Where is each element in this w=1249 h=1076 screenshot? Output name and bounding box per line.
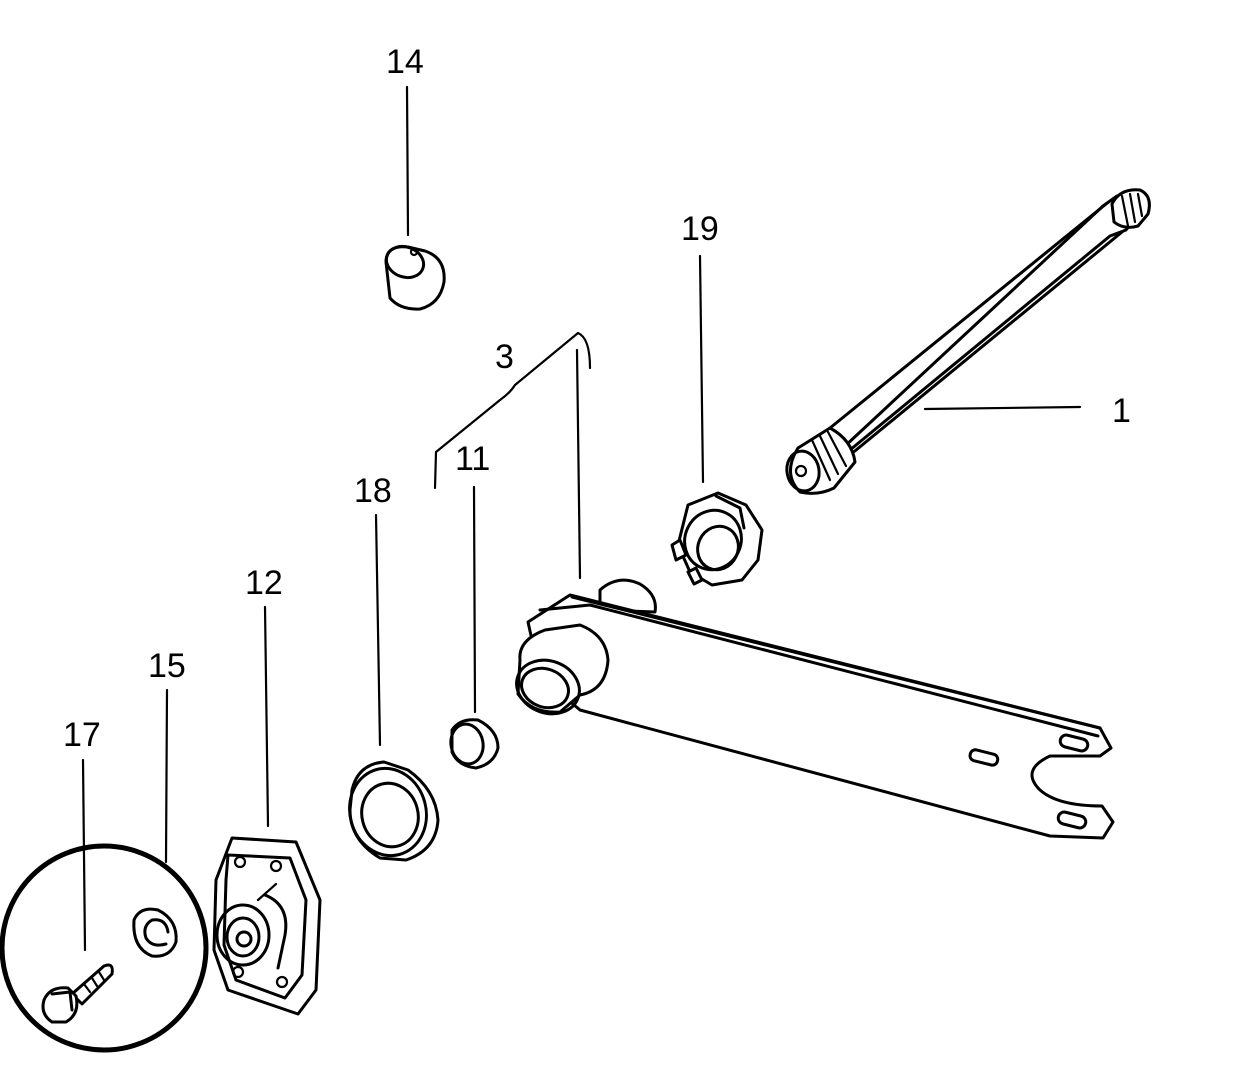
part-3-lever-arm [515, 578, 1115, 840]
part-18-bushing [348, 760, 440, 862]
label-11: 11 [455, 440, 490, 478]
part-17-bolt [41, 963, 114, 1024]
leader-17 [81, 758, 87, 952]
label-17: 17 [63, 716, 101, 754]
leader-11 [472, 485, 477, 714]
part-14-cap [384, 244, 446, 311]
part-19-nut [670, 491, 764, 587]
part-15-washer [132, 907, 178, 958]
label-14: 14 [386, 43, 424, 81]
leader-14 [405, 85, 410, 237]
label-19: 19 [681, 210, 719, 248]
label-1: 1 [1112, 392, 1131, 430]
part-1-shaft [785, 188, 1151, 495]
leader-lines [81, 85, 1082, 952]
part-11-plug [449, 718, 500, 770]
leader-15 [164, 688, 169, 864]
leader-19 [698, 254, 705, 484]
part-12-flange [212, 836, 322, 1016]
label-12: 12 [245, 564, 283, 602]
detail-callout-circle [0, 843, 209, 1053]
label-3: 3 [495, 338, 514, 376]
label-15: 15 [148, 647, 186, 685]
leader-3-bracket [433, 331, 592, 490]
leader-1 [923, 405, 1082, 411]
leader-12 [263, 605, 270, 828]
label-18: 18 [354, 472, 392, 510]
leader-3-drop [575, 348, 582, 580]
leader-18 [374, 513, 382, 747]
